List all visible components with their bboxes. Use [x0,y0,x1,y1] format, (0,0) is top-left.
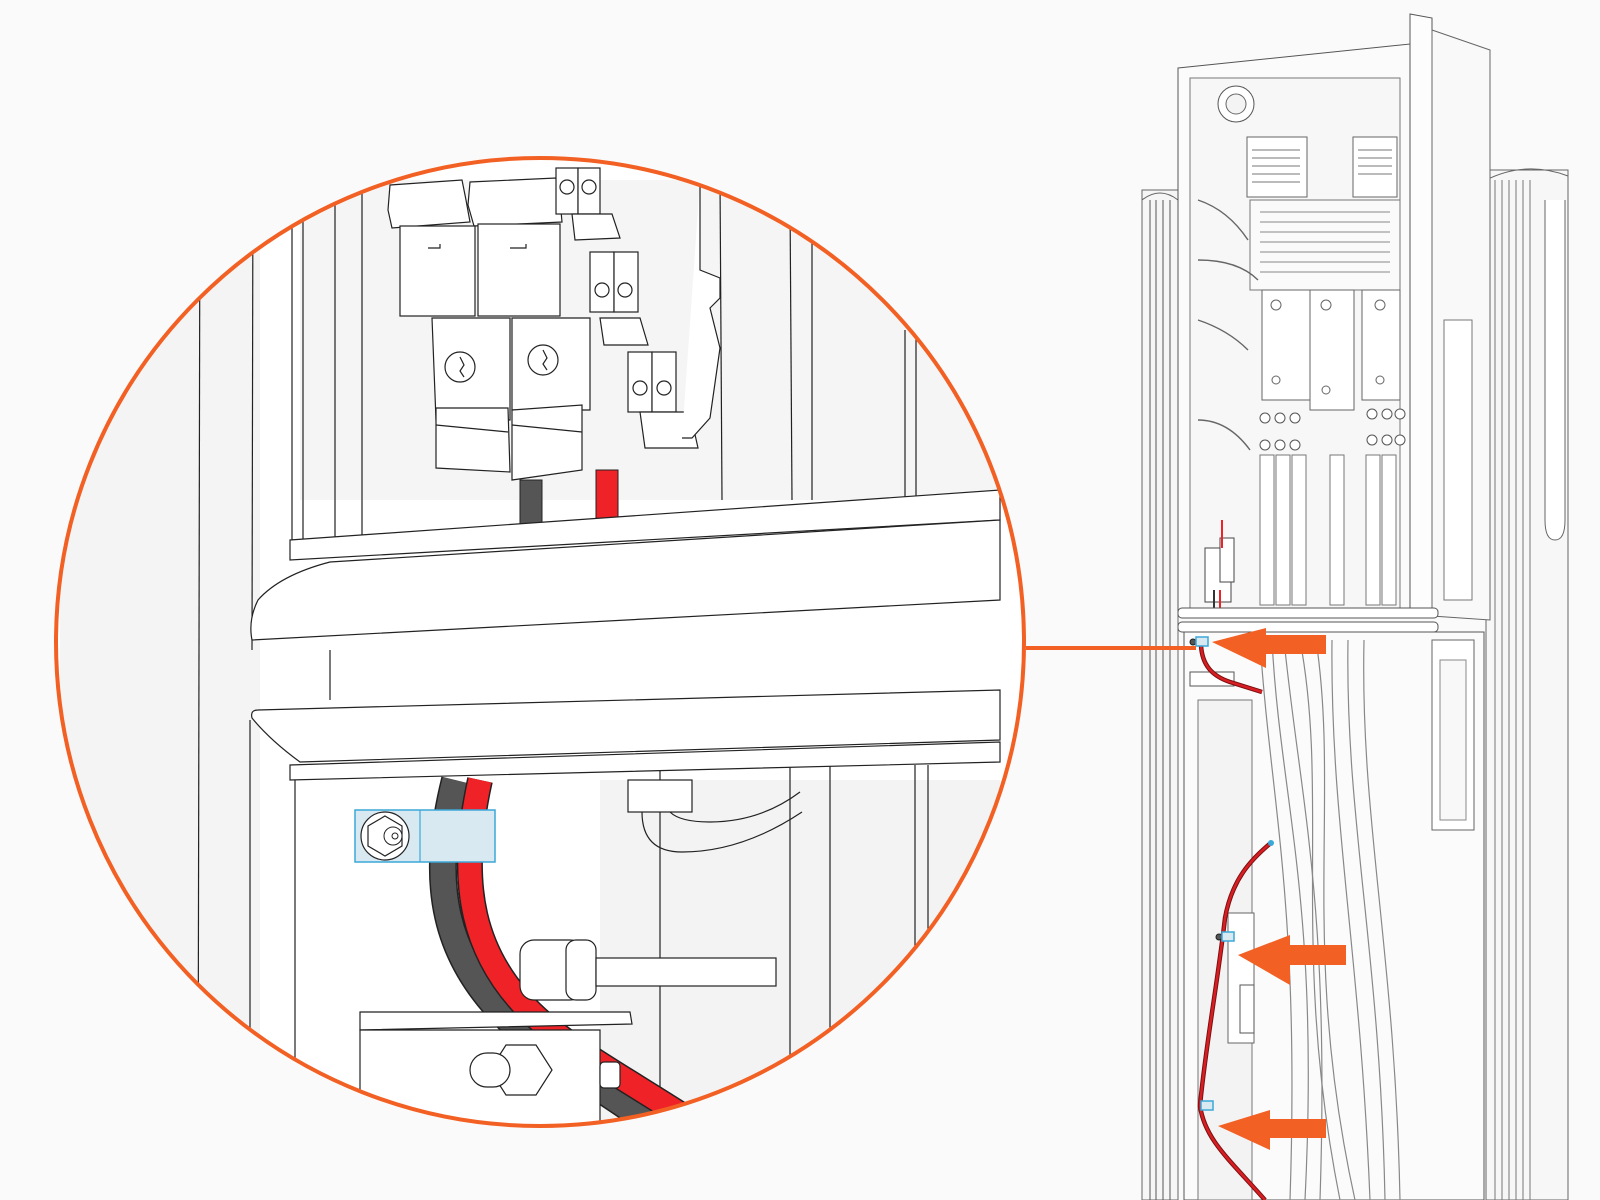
cable-clamp-detail [354,809,496,863]
cable-gland [519,939,777,1001]
clamp-upper [1189,636,1209,647]
clamp-middle [1215,931,1235,942]
cable-pair-top [519,469,619,525]
horizontal-rail-lower [251,689,1001,781]
terminal-block-group [387,167,721,481]
clamp-lower [1200,1100,1214,1111]
arrow-icon-upper [1212,628,1326,668]
terminal-block-small [1204,520,1235,612]
mounting-bracket [359,1011,633,1126]
left-side-column [1141,189,1179,1200]
callout-ring [54,156,1026,1128]
arrow-icon-middle [1238,935,1346,985]
lower-enclosure [1183,631,1485,1200]
right-side-column [1485,168,1569,1200]
red-cable-route [1197,644,1274,1200]
callout-magnified-view [54,156,1026,1128]
callout-arrows [1212,628,1346,1150]
horizontal-rail-upper [250,489,1001,641]
mid-rails [1177,607,1439,633]
upper-enclosure [1177,13,1491,621]
arrow-icon-lower [1218,1110,1326,1150]
pipe-elbow [627,779,803,853]
cabinet-overview [1141,13,1569,1200]
